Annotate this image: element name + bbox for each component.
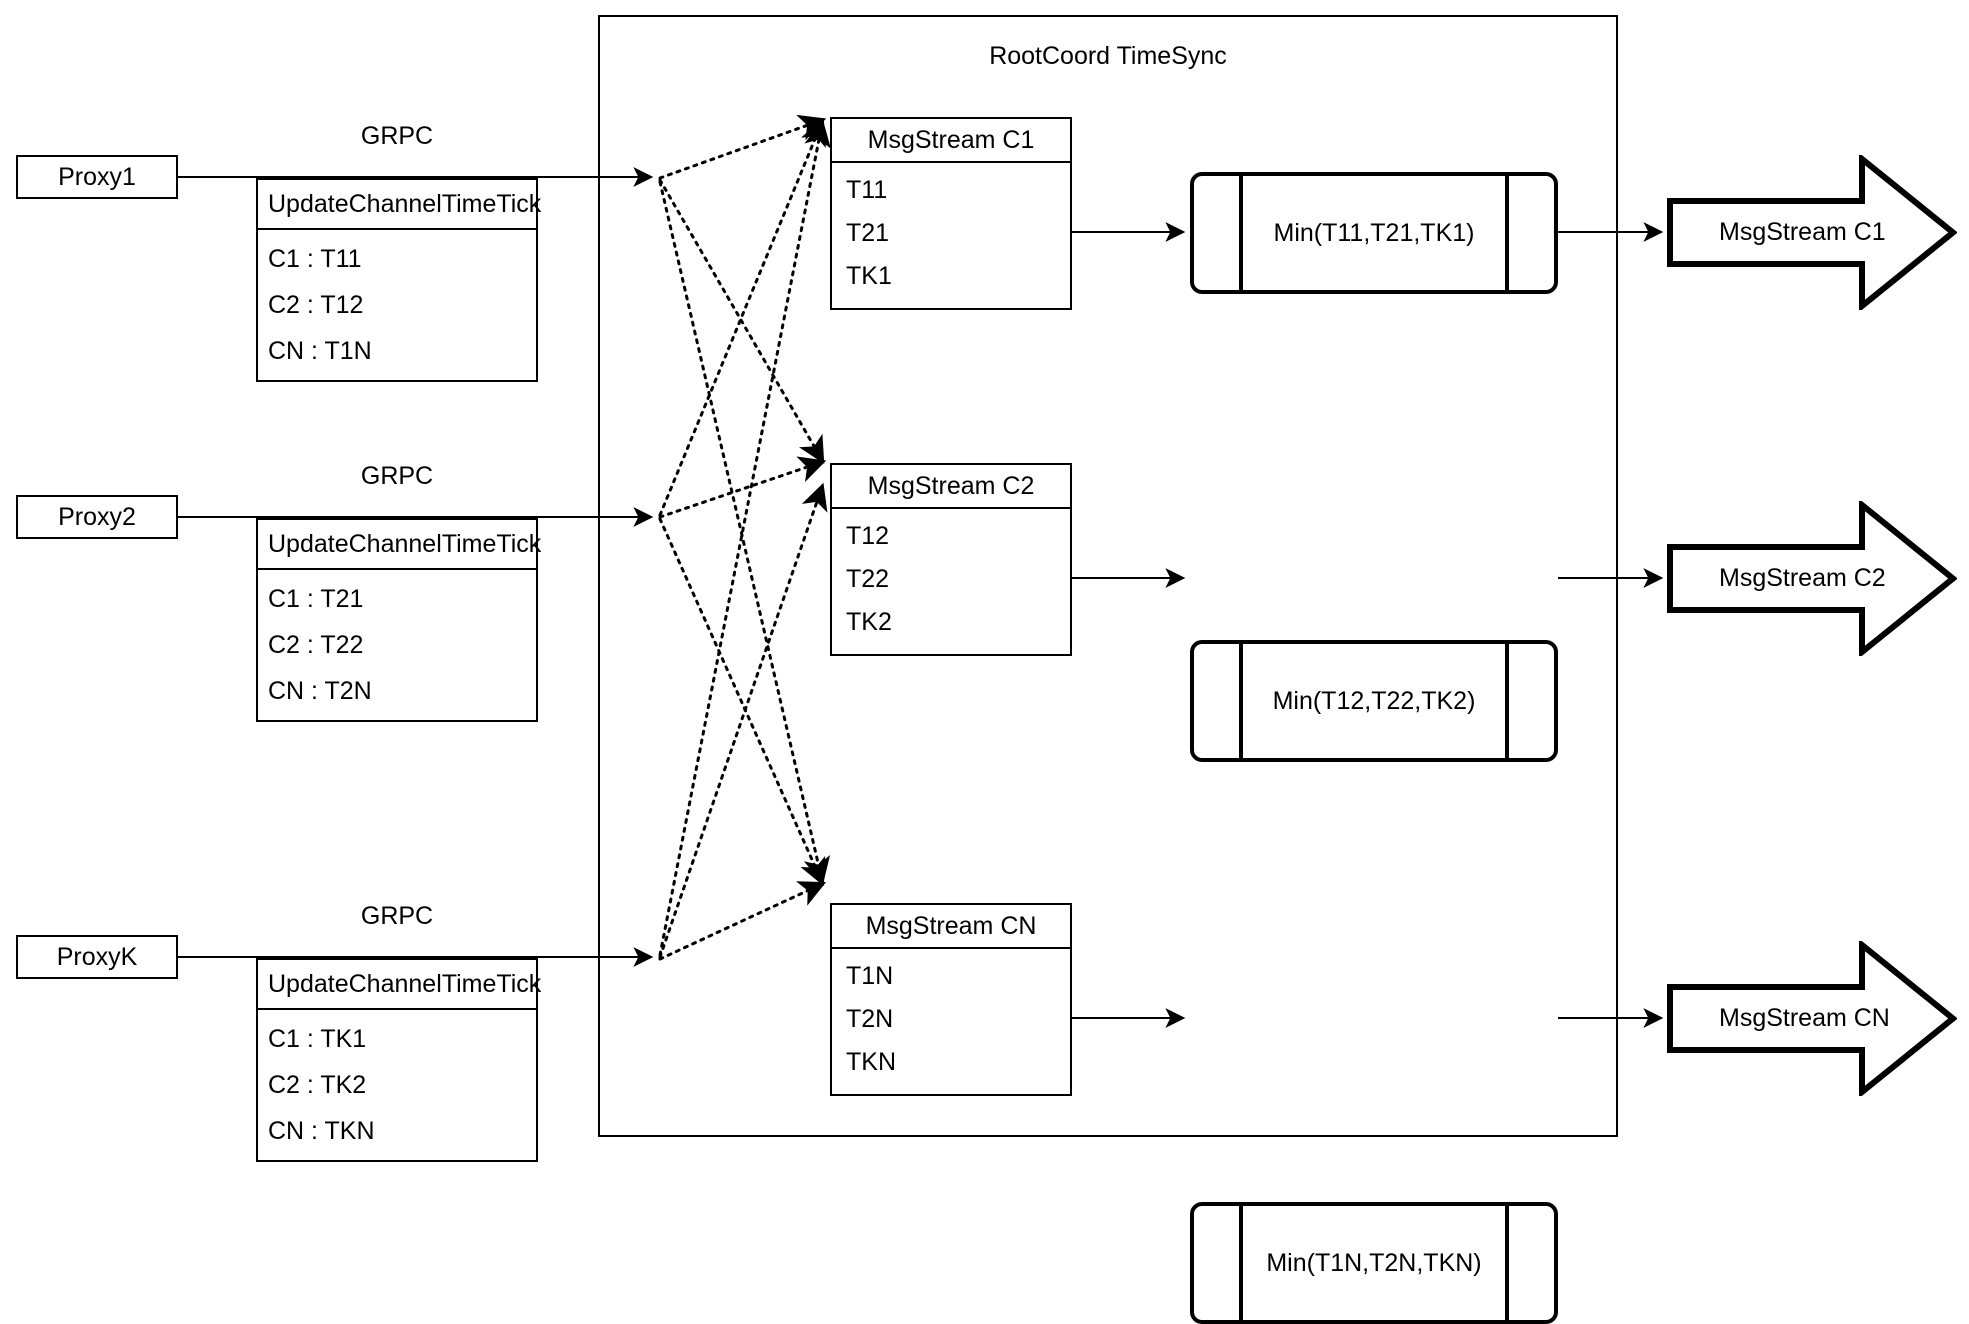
msgstream-tick: TK2 <box>846 608 892 636</box>
output-block-arrow-c2: MsgStream C2 <box>1667 498 1958 659</box>
min-process-box-c1: Min(T11,T21,TK1) <box>1190 172 1558 294</box>
block-arrow-shape <box>1667 938 1958 1099</box>
output-label: MsgStream C2 <box>1719 564 1886 592</box>
min-process-box-cn: Min(T1N,T2N,TKN) <box>1190 1202 1558 1324</box>
msgstream-body: T12 T22 TK2 <box>832 509 1070 654</box>
uct-row: C1 : TK1 <box>268 1024 367 1053</box>
msgstream-box-cn: MsgStream CN T1N T2N TKN <box>830 903 1072 1096</box>
msgstream-body: T11 T21 TK1 <box>832 163 1070 308</box>
min-label: Min(T11,T21,TK1) <box>1273 218 1475 247</box>
update-channel-timetick-box-2: UpdateChannelTimeTick C1 : T21 C2 : T22 … <box>256 518 541 722</box>
msgstream-title: MsgStream CN <box>832 905 1070 949</box>
uct-row: C2 : T12 <box>268 290 364 319</box>
block-arrow-shape <box>1667 152 1958 313</box>
proxy-label: Proxy2 <box>58 502 136 531</box>
msgstream-box-c2: MsgStream C2 T12 T22 TK2 <box>830 463 1072 656</box>
msgstream-body: T1N T2N TKN <box>832 949 1070 1094</box>
min-label: Min(T1N,T2N,TKN) <box>1266 1248 1482 1277</box>
uct-title: UpdateChannelTimeTick <box>258 180 541 230</box>
msgstream-tick: TKN <box>846 1048 896 1076</box>
output-label: MsgStream C1 <box>1719 218 1886 246</box>
proxy-label: Proxy1 <box>58 162 136 191</box>
msgstream-tick: T1N <box>846 962 894 990</box>
uct-row: CN : T2N <box>268 676 372 705</box>
block-arrow-shape <box>1667 498 1958 659</box>
proxy-box-1[interactable]: Proxy1 <box>16 155 178 199</box>
grpc-label-2: GRPC <box>360 462 434 490</box>
rootcoord-timesync-title: RootCoord TimeSync <box>989 42 1227 70</box>
uct-row: C2 : TK2 <box>268 1070 367 1099</box>
update-channel-timetick-box-k: UpdateChannelTimeTick C1 : TK1 C2 : TK2 … <box>256 958 541 1162</box>
uct-row: CN : TKN <box>268 1116 375 1145</box>
proxy-box-2[interactable]: Proxy2 <box>16 495 178 539</box>
msgstream-tick: T11 <box>846 176 888 204</box>
uct-row: C2 : T22 <box>268 630 364 659</box>
msgstream-tick: T22 <box>846 565 890 593</box>
update-channel-timetick-box-1: UpdateChannelTimeTick C1 : T11 C2 : T12 … <box>256 178 541 382</box>
grpc-label-1: GRPC <box>360 122 434 150</box>
rootcoord-timesync-container <box>598 15 1618 1137</box>
uct-body: C1 : T21 C2 : T22 CN : T2N <box>258 570 536 720</box>
min-label: Min(T12,T22,TK2) <box>1272 686 1476 715</box>
msgstream-title: MsgStream C2 <box>832 465 1070 509</box>
uct-title: UpdateChannelTimeTick <box>258 960 541 1010</box>
output-label: MsgStream CN <box>1719 1004 1890 1032</box>
diagram-canvas: RootCoord TimeSync <box>16 15 1958 1324</box>
msgstream-tick: TK1 <box>846 262 892 290</box>
msgstream-tick: T12 <box>846 522 890 550</box>
msgstream-title: MsgStream C1 <box>832 119 1070 163</box>
min-process-box-c2: Min(T12,T22,TK2) <box>1190 640 1558 762</box>
uct-body: C1 : T11 C2 : T12 CN : T1N <box>258 230 536 380</box>
output-block-arrow-cn: MsgStream CN <box>1667 938 1958 1099</box>
uct-row: C1 : T21 <box>268 584 364 613</box>
uct-row: CN : T1N <box>268 336 372 365</box>
uct-body: C1 : TK1 C2 : TK2 CN : TKN <box>258 1010 536 1160</box>
output-block-arrow-c1: MsgStream C1 <box>1667 152 1958 313</box>
grpc-label-k: GRPC <box>360 902 434 930</box>
proxy-label: ProxyK <box>56 942 138 971</box>
proxy-box-k[interactable]: ProxyK <box>16 935 178 979</box>
msgstream-tick: T21 <box>846 219 890 247</box>
msgstream-box-c1: MsgStream C1 T11 T21 TK1 <box>830 117 1072 310</box>
uct-row: C1 : T11 <box>268 244 362 273</box>
msgstream-tick: T2N <box>846 1005 894 1033</box>
uct-title: UpdateChannelTimeTick <box>258 520 541 570</box>
